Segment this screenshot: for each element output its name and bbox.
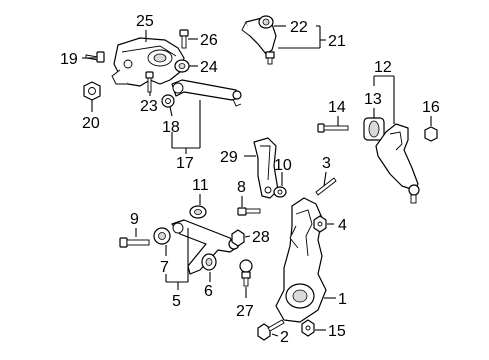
- callout-28: 28: [252, 229, 270, 246]
- callout-10: 10: [274, 157, 292, 174]
- part-bolt-26: [179, 29, 189, 49]
- callout-29: 29: [220, 149, 238, 166]
- callout-2: 2: [280, 329, 289, 346]
- callout-22: 22: [290, 19, 308, 36]
- callout-5: 5: [172, 293, 181, 310]
- callout-4: 4: [338, 217, 347, 234]
- part-bushing-7: [153, 227, 171, 245]
- part-bushing-13: [363, 117, 385, 141]
- callout-11: 11: [192, 177, 209, 194]
- callout-25: 25: [136, 13, 154, 30]
- part-nut-4: [313, 215, 327, 233]
- part-nut-20: [83, 81, 101, 101]
- callout-20: 20: [82, 115, 100, 132]
- callout-19: 19: [60, 51, 78, 68]
- callout-21: 21: [328, 33, 346, 50]
- part-bolt-9: [119, 237, 150, 248]
- part-bolt-19: [85, 51, 105, 63]
- callout-18: 18: [162, 119, 180, 136]
- callout-12: 12: [374, 59, 392, 76]
- part-washer-10: [273, 186, 287, 198]
- part-subframe-bracket: [111, 37, 185, 87]
- callout-26: 26: [200, 32, 218, 49]
- leader-lines: [82, 25, 432, 337]
- callout-7: 7: [160, 259, 169, 276]
- part-bushing-6: [201, 253, 217, 271]
- callout-8: 8: [237, 179, 246, 196]
- callout-23: 23: [140, 98, 158, 115]
- part-bolt-14: [317, 123, 349, 133]
- part-bushing-18: [161, 94, 175, 108]
- part-nut-16: [424, 126, 438, 142]
- callout-14: 14: [328, 99, 346, 116]
- part-stud-3: [315, 177, 337, 196]
- part-upper-arm-17: [171, 79, 242, 107]
- callout-9: 9: [130, 211, 139, 228]
- callout-13: 13: [364, 91, 382, 108]
- part-ball-joint-27: [239, 259, 253, 287]
- part-bolt-2: [257, 319, 285, 341]
- part-nut-15: [301, 319, 315, 337]
- callout-16: 16: [422, 99, 440, 116]
- callout-17: 17: [176, 155, 194, 172]
- part-nut-24: [174, 59, 190, 73]
- callout-24: 24: [200, 59, 218, 76]
- callout-1: 1: [338, 291, 347, 308]
- callout-27: 27: [236, 303, 254, 320]
- callout-15: 15: [328, 323, 346, 340]
- part-lower-arm-12: [375, 123, 420, 204]
- part-knuckle-1: [275, 197, 327, 323]
- callout-6: 6: [204, 283, 213, 300]
- part-nut-28: [231, 229, 245, 247]
- callout-3: 3: [322, 155, 331, 172]
- part-bushing-11: [189, 205, 207, 219]
- part-bolt-8: [237, 207, 261, 216]
- part-upper-arm-21: [241, 15, 277, 65]
- callout-numbers: 25 19 26 24 20 23 18 17 22 21 12 13 14 1…: [60, 13, 440, 346]
